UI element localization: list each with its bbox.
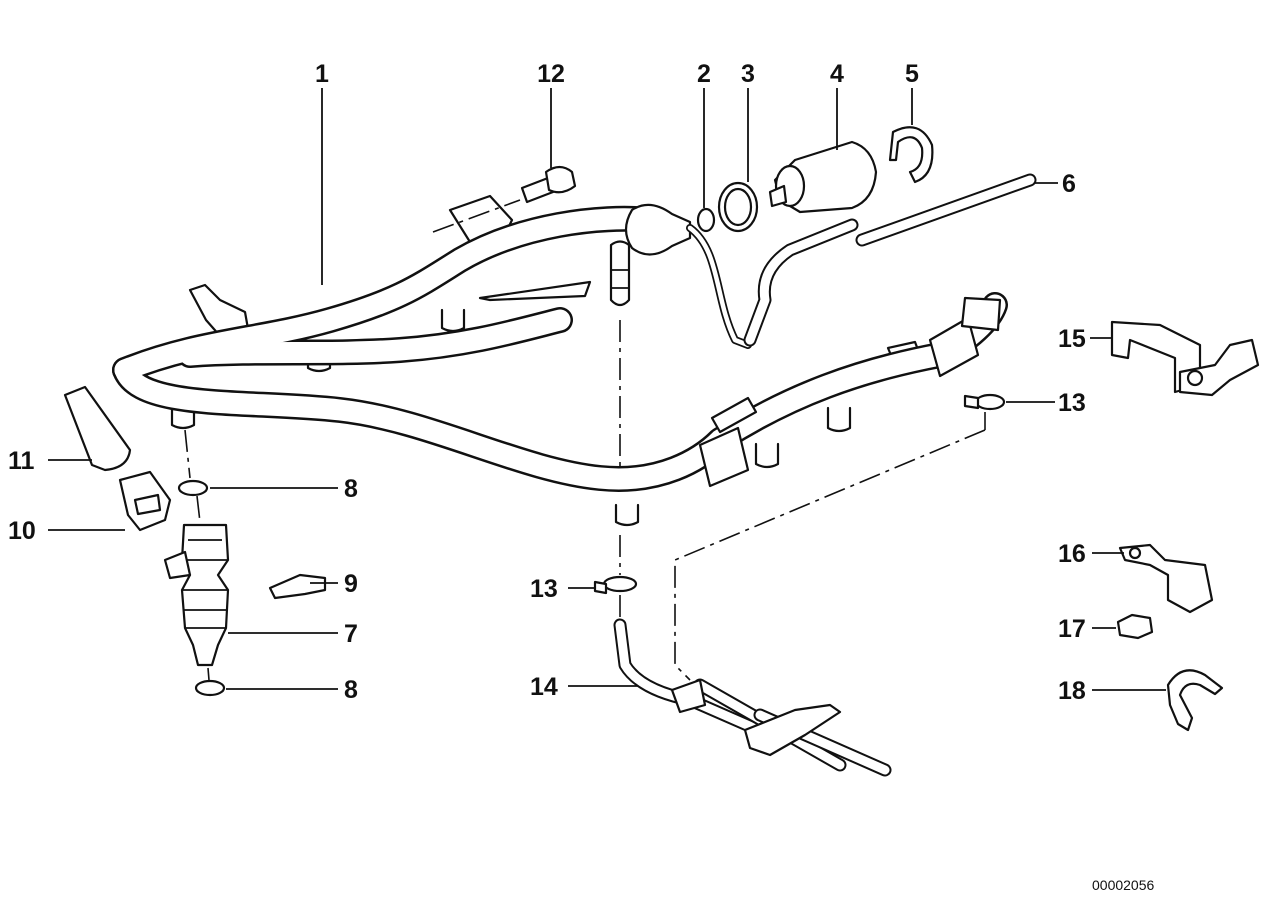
callout-4: 4: [830, 60, 844, 88]
callout-15: 15: [1058, 325, 1086, 353]
washer-part-8-upper: [177, 479, 209, 497]
o-ring-part-3: [717, 181, 759, 233]
callout-5: 5: [905, 60, 919, 88]
fuel-rail: [112, 194, 1008, 527]
callout-1: 1: [315, 60, 329, 88]
fuel-line-part-14: [613, 618, 892, 777]
callout-2: 2: [697, 60, 711, 88]
holder-part-16: [1118, 543, 1214, 614]
callout-8-lower: 8: [344, 676, 358, 704]
clamp-part-18: [1166, 669, 1224, 732]
hose-clamp-part-13-lower: [593, 575, 638, 595]
callout-13-lower: 13: [530, 575, 558, 603]
nut-part-17: [1116, 613, 1154, 640]
callout-18: 18: [1058, 677, 1086, 705]
callout-14: 14: [530, 673, 558, 701]
callout-3: 3: [741, 60, 755, 88]
pressure-regulator-part-4: [768, 140, 878, 214]
callout-12: 12: [537, 60, 565, 88]
leader-lines: [48, 88, 1166, 691]
callout-6: 6: [1062, 170, 1076, 198]
o-ring-part-2: [696, 207, 716, 233]
callout-11: 11: [8, 447, 35, 475]
callout-17: 17: [1058, 615, 1086, 643]
callout-7: 7: [344, 620, 358, 648]
connector-part-10: [118, 470, 172, 532]
callout-labels: 1 12 2 3 4 5 6 15 13 11 8 10 9 7 8 13 14…: [8, 60, 1155, 893]
callout-13-upper: 13: [1058, 389, 1086, 417]
protective-boot-part-11: [63, 385, 132, 472]
retaining-clip-part-9: [268, 573, 327, 600]
bolt-part-12: [520, 165, 577, 204]
hose-clamp-part-13-upper: [963, 393, 1006, 411]
washer-part-8-lower: [194, 679, 226, 697]
callout-9: 9: [344, 570, 358, 598]
fuel-hose-part-6: [743, 173, 1037, 347]
circlip-part-5: [888, 126, 934, 184]
callout-8-upper: 8: [344, 475, 358, 503]
fuel-injector-part-7: [163, 523, 230, 667]
assembly-lines: [184, 199, 986, 681]
callout-10: 10: [8, 517, 36, 545]
document-number: 00002056: [1092, 877, 1155, 893]
bracket-part-15: [1110, 320, 1260, 397]
callout-16: 16: [1058, 540, 1086, 568]
